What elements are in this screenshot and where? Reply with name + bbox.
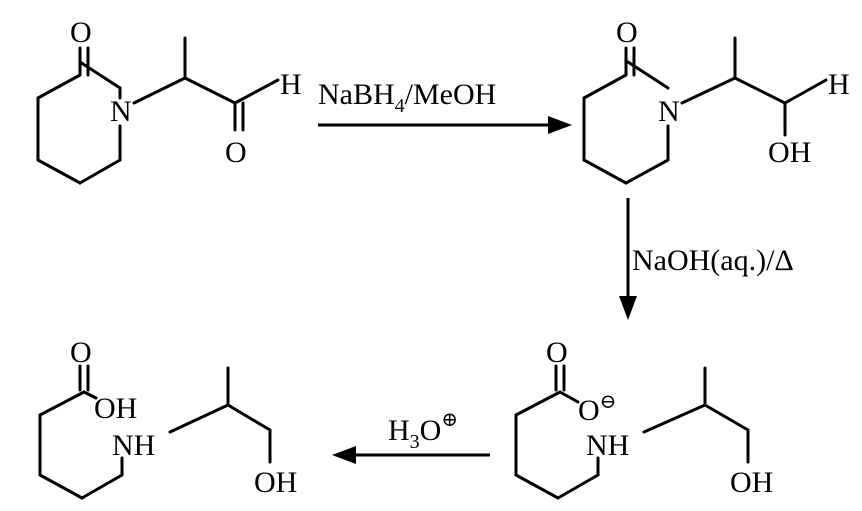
amine-nh-label: NH: [586, 429, 629, 462]
hydroxyl-label: OH: [730, 466, 773, 499]
molecule-amino-acid-product: O OH NH OH: [38, 336, 297, 500]
carboxylate-oxygen-label: O⊖: [578, 391, 616, 427]
hydroxyl-label: OH: [768, 136, 811, 169]
molecule-alcohol: O N OH H: [582, 16, 850, 185]
ring-nitrogen-label: N: [110, 95, 132, 128]
reagent-hydronium: H3O⊕: [388, 409, 458, 453]
carboxylic-acid-oh-label: OH: [94, 392, 137, 425]
reagent-naoh-heat: NaOH(aq.)/Δ: [632, 244, 794, 277]
reaction-arrow-1: NaBH4/MeOH: [318, 78, 572, 134]
ring-nitrogen-label: N: [658, 95, 680, 128]
molecule-carboxylate: O O⊖ NH OH: [514, 336, 773, 500]
reaction-arrow-3: H3O⊕: [332, 409, 490, 464]
carbonyl-oxygen-label: O: [70, 336, 92, 369]
hydrogen-label: H: [828, 68, 850, 101]
hydroxyl-label: OH: [254, 466, 297, 499]
lactam-oxygen-label: O: [616, 16, 638, 49]
molecule-starting-aldehyde: O N O H: [36, 16, 302, 185]
carbonyl-oxygen-label: O: [546, 336, 568, 369]
amine-nh-label: NH: [112, 429, 155, 462]
aldehyde-hydrogen-label: H: [280, 68, 302, 101]
lactam-oxygen-label: O: [70, 16, 92, 49]
reagent-nabh4-meoh: NaBH4/MeOH: [318, 78, 496, 117]
reaction-arrow-2: NaOH(aq.)/Δ: [619, 198, 794, 320]
aldehyde-oxygen-label: O: [225, 136, 247, 169]
